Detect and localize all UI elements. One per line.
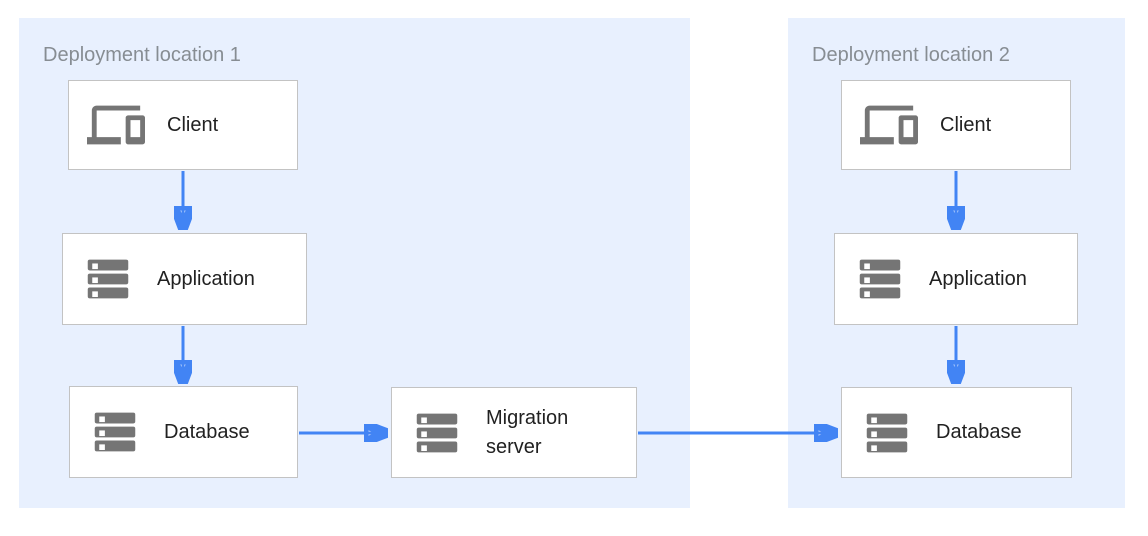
node-application-location1: Application [62, 233, 307, 325]
node-label: Migration server [486, 406, 569, 458]
server-icon [88, 405, 142, 459]
node-label: Application [157, 267, 255, 290]
node-migration-server: Migration server [391, 387, 637, 478]
node-label: Client [940, 113, 992, 136]
node-label: Client [167, 113, 219, 136]
devices-icon [87, 96, 145, 154]
server-icon [410, 406, 464, 460]
region-2-title: Deployment location 2 [812, 44, 1010, 66]
server-icon [81, 252, 135, 306]
node-client-location1: Client [68, 80, 298, 170]
server-icon [860, 406, 914, 460]
node-database-location1: Database [69, 386, 298, 478]
node-label: Database [164, 420, 250, 443]
node-label: Database [936, 421, 1022, 443]
region-1-title: Deployment location 1 [43, 44, 241, 66]
node-application-location2: Application [834, 233, 1078, 325]
node-client-location2: Client [841, 80, 1071, 170]
node-label: Application [929, 267, 1027, 290]
devices-icon [860, 96, 918, 154]
node-database-location2: Database [841, 387, 1072, 478]
server-icon [853, 252, 907, 306]
